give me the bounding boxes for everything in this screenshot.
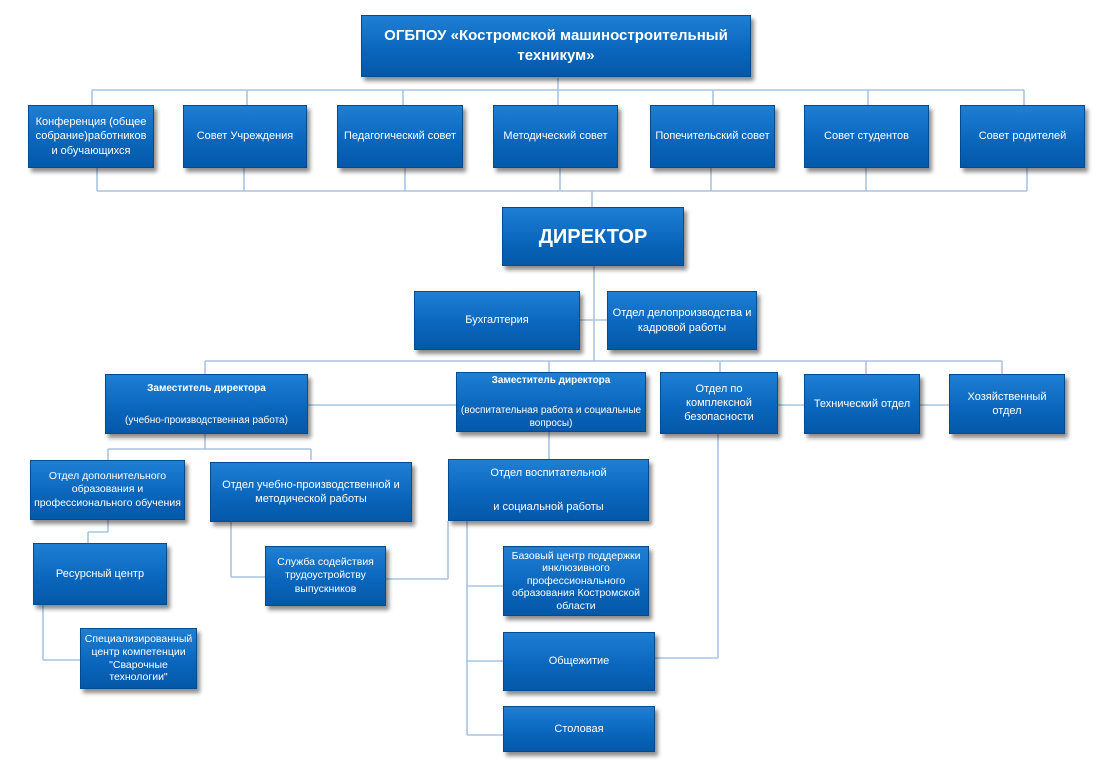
council-label-parents: Совет родителей [978, 130, 1067, 143]
deputy-production-box: Заместитель директора (учебно-производст… [105, 374, 308, 434]
director-label: ДИРЕКТОР [538, 225, 648, 248]
technical-dept-box: Технический отдел [804, 374, 920, 434]
technical-dept-label: Технический отдел [813, 397, 911, 410]
council-label-students: Совет студентов [824, 130, 909, 143]
deputy-education-box: Заместитель директора (воспитательная ра… [456, 372, 646, 432]
social-work-dept-box: Отдел воспитательной и социальной работы [448, 459, 649, 521]
council-box-pedagogical: Педагогический совет [337, 105, 463, 168]
additional-edu-dept-label: Отдел дополнительного образования и проф… [34, 469, 181, 509]
council-label-pedagogical: Педагогический совет [343, 130, 457, 143]
employment-service-box: Служба содействия трудоустройству выпуск… [265, 546, 386, 606]
council-label-trustees: Попечительский совет [655, 130, 770, 143]
council-box-methodical: Методический совет [493, 105, 618, 168]
inclusive-center-box: Базовый центр поддержки инклюзивного про… [503, 546, 649, 616]
council-box-students: Совет студентов [804, 105, 929, 168]
records-dept-label: Отдел делопроизводства и кадровой работы [612, 307, 752, 334]
social-work-dept-line2: и социальной работы [493, 501, 604, 514]
root-org-title: ОГБПОУ «Костромской машиностроительный т… [384, 26, 728, 64]
council-box-trustees: Попечительский совет [650, 105, 775, 168]
social-work-dept-line1: Отдел воспитательной [490, 466, 607, 479]
council-label-methodical: Методический совет [503, 130, 608, 143]
deputy-production-title: Заместитель директора [147, 382, 266, 394]
employment-service-label: Служба содействия трудоустройству выпуск… [277, 555, 374, 595]
additional-edu-dept-box: Отдел дополнительного образования и проф… [30, 460, 185, 520]
methodical-dept-box: Отдел учебно-производственной и методиче… [210, 462, 412, 522]
dormitory-label: Общежитие [548, 655, 610, 668]
competence-center-box: Специализированный центр компетенции "Св… [80, 628, 197, 689]
resource-center-box: Ресурсный центр [33, 543, 167, 605]
security-dept-label: Отдел по комплексной безопасности [684, 382, 754, 424]
methodical-dept-label: Отдел учебно-производственной и методиче… [222, 478, 400, 505]
canteen-box: Столовая [503, 706, 655, 752]
dormitory-box: Общежитие [503, 632, 655, 691]
inclusive-center-label: Базовый центр поддержки инклюзивного про… [511, 549, 641, 612]
deputy-education-subtitle: (воспитательная работа и социальные вопр… [460, 405, 642, 429]
council-label-institution: Совет Учреждения [196, 130, 294, 143]
accounting-label: Бухгалтерия [465, 314, 529, 327]
records-dept-box: Отдел делопроизводства и кадровой работы [607, 291, 757, 350]
resource-center-label: Ресурсный центр [55, 567, 145, 580]
household-dept-label: Хозяйственный отдел [967, 390, 1047, 417]
council-label-conference: Конференция (общее собрание)работников и… [35, 116, 147, 157]
deputy-education-title: Заместитель директора [491, 375, 611, 386]
household-dept-box: Хозяйственный отдел [949, 374, 1065, 434]
accounting-box: Бухгалтерия [414, 291, 580, 350]
security-dept-box: Отдел по комплексной безопасности [660, 372, 778, 434]
director-box: ДИРЕКТОР [502, 207, 684, 266]
council-box-conference: Конференция (общее собрание)работников и… [28, 105, 154, 168]
council-box-parents: Совет родителей [960, 105, 1085, 168]
competence-center-label: Специализированный центр компетенции "Св… [84, 633, 193, 684]
deputy-production-subtitle: (учебно-производственная работа) [125, 414, 288, 426]
canteen-label: Столовая [554, 722, 604, 735]
root-org-box: ОГБПОУ «Костромской машиностроительный т… [361, 15, 751, 77]
council-box-institution: Совет Учреждения [183, 105, 307, 168]
